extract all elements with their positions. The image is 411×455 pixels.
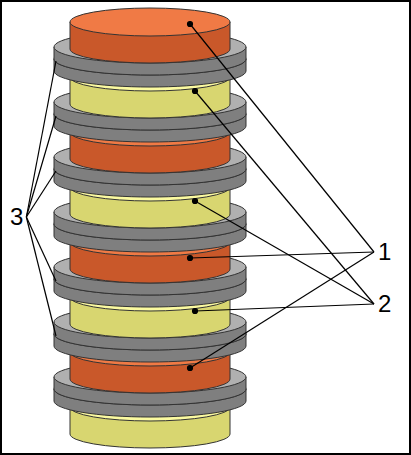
leader-line	[195, 91, 374, 304]
callout-number: 3	[10, 205, 23, 229]
leader-line	[190, 24, 374, 252]
leader-dot	[188, 366, 193, 371]
leader-dot	[193, 89, 198, 94]
leader-dot	[188, 22, 193, 27]
leader-line	[26, 116, 56, 217]
leader-line	[190, 252, 374, 258]
leader-line	[26, 217, 56, 336]
leader-line	[195, 304, 374, 311]
callout-number: 2	[378, 292, 391, 316]
leader-dot	[193, 309, 198, 314]
orange-disc-top	[70, 8, 230, 36]
leader-line	[195, 201, 374, 304]
callout-number: 1	[378, 240, 391, 264]
leader-line	[190, 252, 374, 368]
leader-line	[26, 217, 56, 281]
leader-dot	[188, 256, 193, 261]
leader-line	[26, 171, 56, 217]
orange-disc	[70, 8, 230, 63]
leader-dot	[193, 199, 198, 204]
leader-line	[26, 61, 56, 217]
